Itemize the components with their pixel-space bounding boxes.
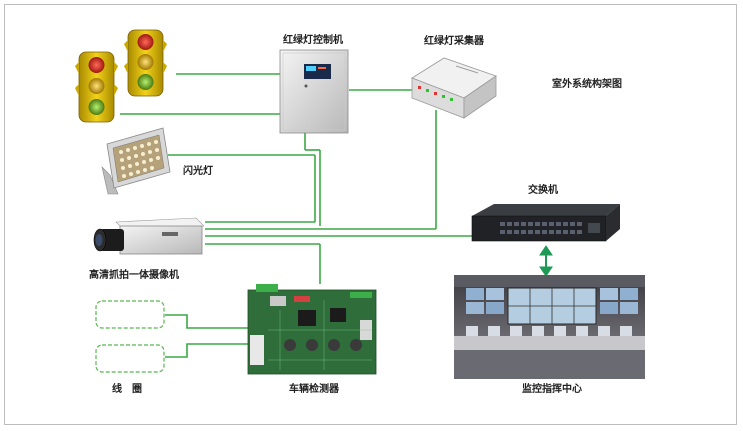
label-controller: 红绿灯控制机 [283,35,343,46]
label-coil: 线 圈 [112,384,142,395]
coil-loop-2 [95,344,165,373]
label-camera: 高清抓拍一体摄像机 [89,270,179,281]
vehicle-detector-board-icon [247,284,377,375]
controller-cabinet-icon [279,49,349,134]
label-switch: 交换机 [528,185,558,196]
label-monitoring-center: 监控指挥中心 [522,384,582,395]
diagram-frame [4,4,737,425]
hd-camera-icon [93,217,205,255]
traffic-lights-icon [75,29,167,123]
label-detector: 车辆检测器 [289,384,339,395]
coil-loop-1 [95,300,165,329]
connection-lines [120,73,472,358]
double-arrow [539,245,553,277]
flash-lamp-icon [101,127,171,195]
monitoring-center-photo [454,275,645,379]
traffic-light-collector-icon [411,57,497,119]
label-flash-lamp: 闪光灯 [183,166,213,177]
label-collector: 红绿灯采集器 [424,36,484,47]
diagram-title: 室外系统构架图 [552,79,622,90]
network-switch-icon [471,204,620,242]
